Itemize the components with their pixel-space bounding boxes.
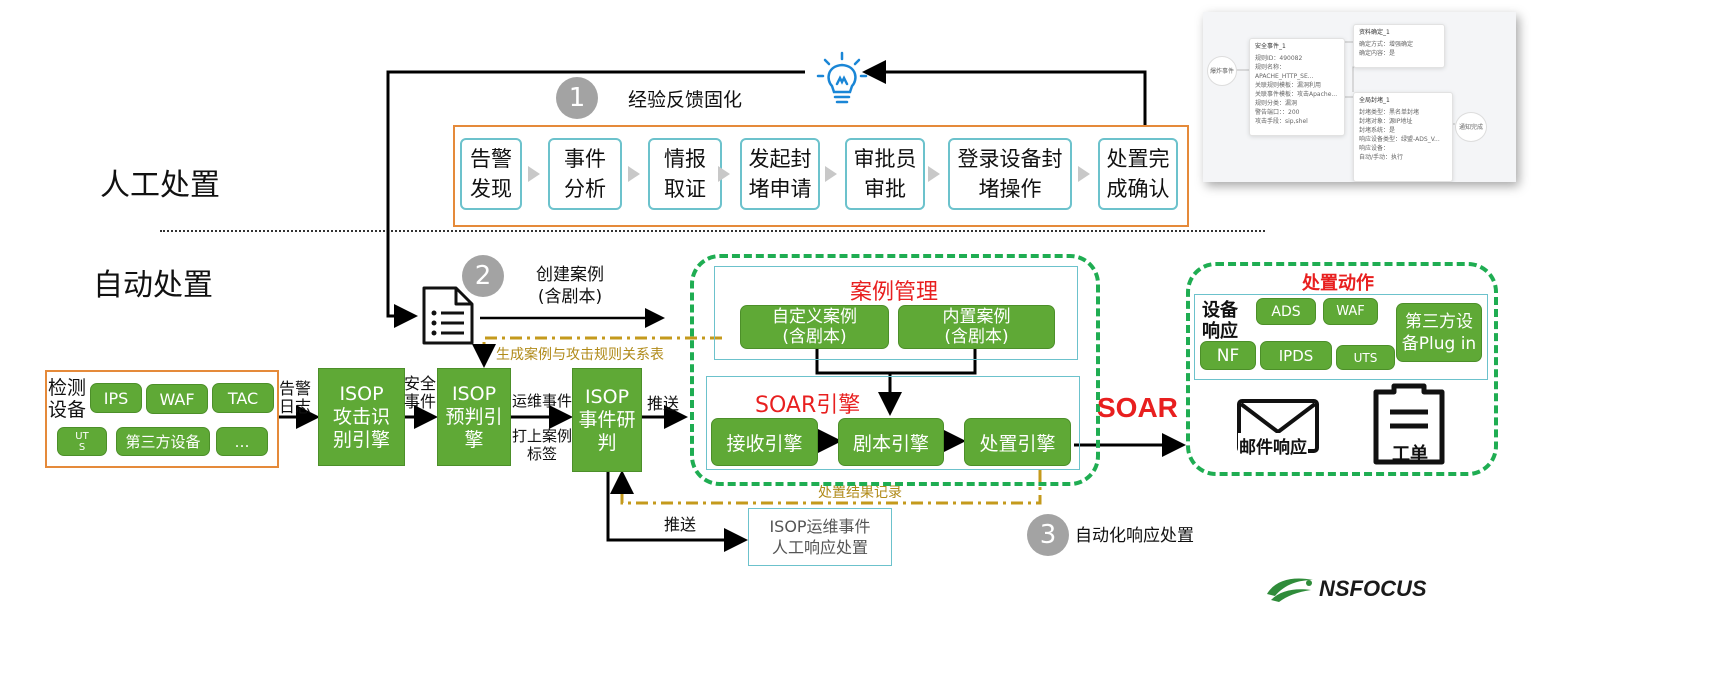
document-icon	[418, 285, 478, 351]
nsfocus-logo-mark	[1267, 578, 1313, 602]
security-event-label: 安全 事件	[404, 374, 437, 411]
action-waf: WAF	[1323, 298, 1378, 325]
ticket-icon	[1370, 382, 1448, 470]
manual-step-approve: 审批员 审批	[845, 138, 925, 210]
soar-engine-frame	[706, 376, 1080, 470]
custom-case: 自定义案例 (含剧本)	[740, 305, 889, 349]
inset-card-security-event: 安全事件_1 规则ID：490082 规则名称：APACHE_HTTP_SE..…	[1249, 38, 1345, 136]
soar-label: SOAR	[1097, 392, 1178, 423]
gen-relation-label: 生成案例与攻击规则关系表	[496, 347, 664, 363]
isop-attack-engine: ISOP 攻击识 别引擎	[318, 368, 405, 466]
device-more: …	[216, 427, 268, 456]
push-label-right: 推送	[647, 394, 680, 413]
chevron-right-icon	[1078, 166, 1090, 182]
case-mgmt-title: 案例管理	[850, 280, 939, 305]
ops-event-label: 运维事件	[512, 392, 573, 410]
chevron-right-icon	[928, 166, 940, 182]
alert-log-label: 告警 日志	[279, 379, 312, 416]
isop-research-engine: ISOP 事件研 判	[572, 368, 642, 472]
device-third-party: 第三方设备	[116, 427, 210, 456]
manual-step-alert: 告警 发现	[460, 138, 522, 210]
playbook-preview-inset: 爆炸事件 通知完成 安全事件_1 规则ID：490082 规则名称：APACHE…	[1203, 12, 1516, 182]
isop-ops-manual-box: ISOP运维事件 人工响应处置	[748, 508, 892, 566]
result-record-label: 处置结果记录	[818, 485, 902, 501]
action-third-party-plugin: 第三方设 备Plug in	[1396, 303, 1482, 362]
action-ipds: IPDS	[1260, 341, 1332, 370]
nsfocus-logo-text: NSFOCUS	[1319, 576, 1427, 601]
action-ads: ADS	[1256, 298, 1316, 325]
nsfocus-logo: NSFOCUS	[1265, 574, 1427, 604]
device-tac: TAC	[212, 383, 274, 413]
device-response-frame	[1194, 294, 1488, 380]
step-3-badge: 3	[1027, 514, 1069, 556]
action-nf: NF	[1200, 341, 1256, 370]
ticket-label: 工单	[1392, 444, 1428, 465]
actions-region-frame	[1186, 262, 1498, 476]
device-waf: WAF	[146, 384, 208, 414]
device-ips: IPS	[90, 383, 142, 413]
receive-engine: 接收引擎	[711, 418, 818, 466]
inset-card-confirm: 资料确定_1 确定方式：增强确定 确定内容：是	[1353, 24, 1445, 68]
inset-node-left: 爆炸事件	[1207, 56, 1237, 86]
push-label-down: 推送	[664, 515, 697, 534]
step-2-badge: 2	[462, 255, 504, 297]
soar-region-frame	[690, 254, 1100, 486]
lightbulb-icon	[812, 50, 872, 114]
dispose-engine: 处置引擎	[964, 418, 1071, 466]
detect-devices-title: 检测 设备	[48, 377, 87, 421]
device-response-label: 设备 响应	[1202, 300, 1238, 342]
step-1-badge: 1	[556, 77, 598, 119]
step-2-label: 创建案例 (含剧本)	[536, 265, 604, 307]
tag-case-label: 打上案例 标签	[512, 427, 573, 463]
manual-step-block-request: 发起封 堵申请	[740, 138, 820, 210]
action-uts: UTS	[1336, 345, 1395, 370]
soar-engine-title: SOAR引擎	[755, 393, 861, 418]
detect-devices-frame	[45, 370, 279, 468]
device-uts: UT S	[57, 427, 107, 456]
actions-title: 处置动作	[1302, 273, 1374, 294]
chevron-right-icon	[718, 166, 730, 182]
step-1-label: 经验反馈固化	[628, 89, 743, 111]
manual-step-intel: 情报 取证	[648, 138, 722, 210]
script-engine: 剧本引擎	[838, 418, 944, 466]
manual-step-device-block: 登录设备封 堵操作	[948, 138, 1072, 210]
isop-predict-engine: ISOP 预判引 擎	[437, 368, 511, 466]
step-3-label: 自动化响应处置	[1075, 526, 1194, 546]
chevron-right-icon	[528, 166, 540, 182]
manual-step-confirm: 处置完 成确认	[1098, 138, 1178, 210]
mail-response-label: 邮件响应	[1238, 433, 1308, 458]
builtin-case: 内置案例 (含剧本)	[898, 305, 1055, 349]
auto-section-label: 自动处置	[93, 268, 213, 303]
inset-card-global-block: 全局封堵_1 封堵类型：黑名单封堵 封堵对象：源IP地址 封堵系统：是 响应设备…	[1353, 92, 1453, 182]
manual-step-analysis: 事件 分析	[548, 138, 622, 210]
inset-node-right: 通知完成	[1455, 112, 1487, 142]
section-divider	[160, 230, 1265, 232]
case-mgmt-frame	[714, 266, 1078, 360]
manual-section-label: 人工处置	[100, 168, 220, 203]
chevron-right-icon	[825, 166, 837, 182]
chevron-right-icon	[628, 166, 640, 182]
